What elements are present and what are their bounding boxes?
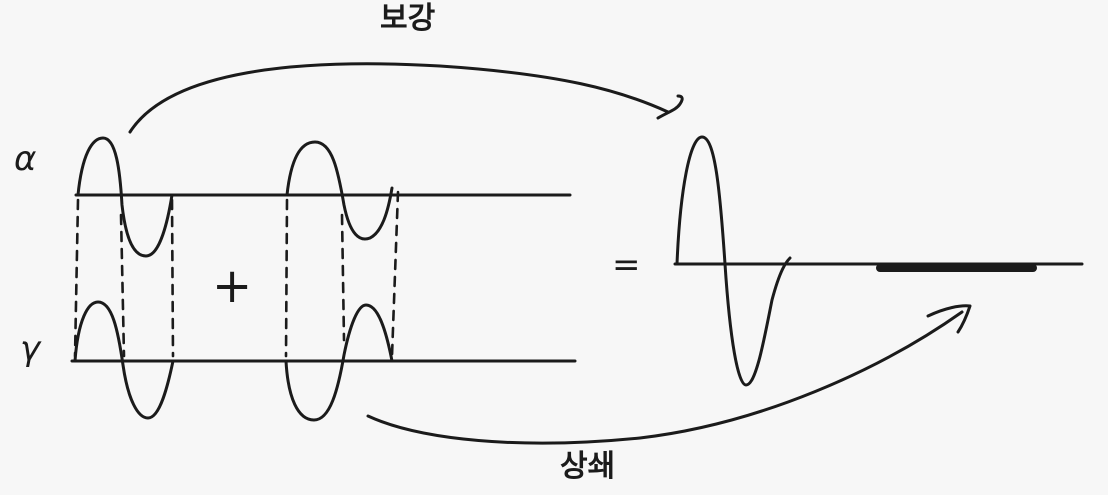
guide-line-5	[340, 213, 346, 342]
constructive-arrow	[128, 62, 670, 134]
plus-sign: +	[212, 258, 253, 314]
guide-line-3	[170, 198, 175, 358]
equals-sign: =	[612, 245, 641, 285]
alpha-wave-left	[76, 136, 174, 258]
guide-line-6	[390, 190, 400, 358]
gamma-wave-left	[73, 300, 175, 420]
destructive-label: 상쇄	[560, 449, 616, 484]
gamma-wave-right	[284, 303, 394, 422]
constructive-arrow-head	[656, 94, 684, 120]
destructive-arrow	[366, 310, 964, 445]
alpha-wave-right	[285, 140, 394, 241]
guide-line-4	[284, 198, 289, 358]
alpha-label: α	[14, 139, 37, 179]
gamma-label: γ	[20, 329, 41, 369]
constructive-label: 보강	[380, 1, 436, 36]
guide-line-1	[73, 198, 80, 358]
guide-line-2	[119, 213, 126, 358]
destructive-arrow-head	[926, 304, 972, 334]
resultant-wave	[675, 135, 792, 387]
